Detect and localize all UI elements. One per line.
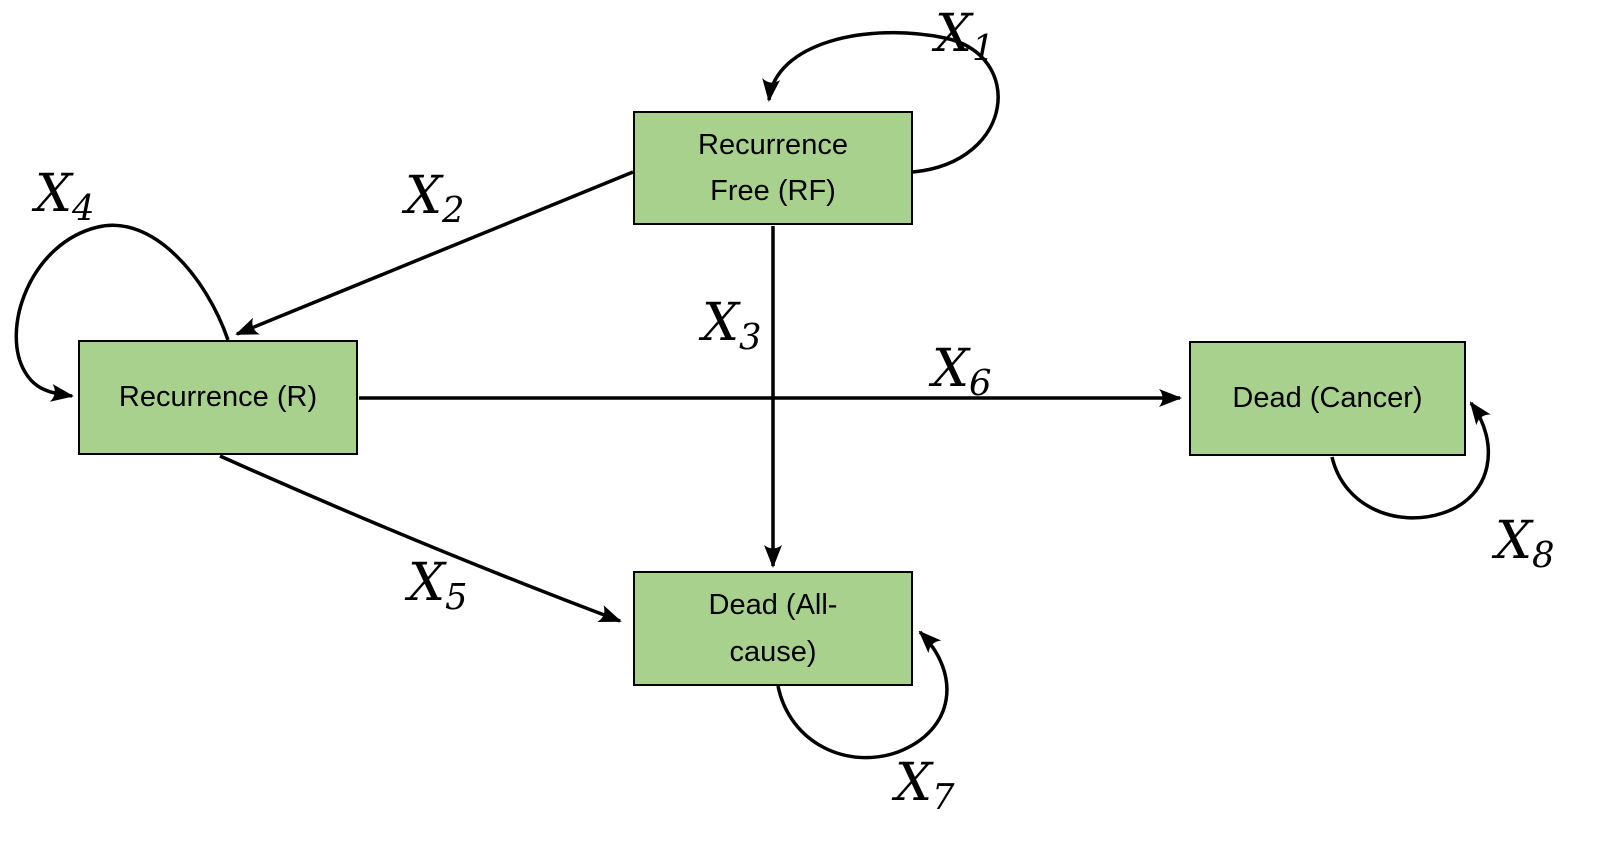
edge-label-x5: X5 (408, 557, 468, 615)
edge-label-x2: X2 (405, 170, 465, 228)
arrow-x8-self-loop-dead-cancer (1330, 401, 1491, 520)
node-label-line: cause) (729, 635, 817, 668)
edge-label-sub: 5 (445, 576, 468, 618)
node-label-line: Dead (All- (708, 589, 838, 622)
node-dead-all-cause: Dead (All- cause) (633, 571, 913, 686)
node-label-line: Dead (Cancer) (1232, 382, 1423, 415)
edge-label-base: X (35, 164, 73, 224)
arrow-x2-rf-to-recurrence (235, 170, 634, 336)
arrow-x4-self-loop-recurrence (14, 223, 230, 402)
edge-label-base: X (405, 166, 443, 226)
node-label-line: Recurrence (R) (118, 381, 318, 414)
node-recurrence: Recurrence (R) (78, 340, 358, 455)
edge-label-sub: 1 (972, 27, 995, 69)
edge-label-sub: 6 (969, 362, 992, 404)
edge-label-x3: X3 (702, 297, 762, 355)
edge-label-x8: X8 (1495, 515, 1555, 573)
edge-label-sub: 3 (739, 316, 762, 358)
node-recurrence-free: Recurrence Free (RF) (633, 111, 913, 225)
arrow-x5-recurrence-to-dead-all-cause (219, 454, 622, 623)
edge-label-base: X (895, 753, 933, 813)
edge-label-sub: 8 (1532, 534, 1555, 576)
edge-label-sub: 4 (72, 187, 95, 229)
edge-label-x6: X6 (932, 343, 992, 401)
arrow-x7-self-loop-dead-all-cause (776, 630, 949, 760)
edge-label-base: X (408, 553, 446, 613)
edge-label-x7: X7 (895, 757, 955, 815)
edge-label-x4: X4 (35, 168, 95, 226)
edge-label-x1: X1 (935, 8, 995, 66)
arrow-x1-self-loop-recurrence-free (762, 31, 1000, 174)
node-label-line: Free (RF) (710, 175, 836, 207)
edge-label-sub: 7 (932, 776, 955, 818)
edge-label-sub: 2 (442, 189, 465, 231)
node-label-line: Recurrence (698, 128, 848, 161)
edge-label-base: X (932, 339, 970, 399)
edge-label-base: X (935, 4, 973, 64)
edge-label-base: X (1495, 511, 1533, 571)
node-dead-cancer: Dead (Cancer) (1189, 341, 1466, 456)
edge-label-base: X (702, 293, 740, 353)
